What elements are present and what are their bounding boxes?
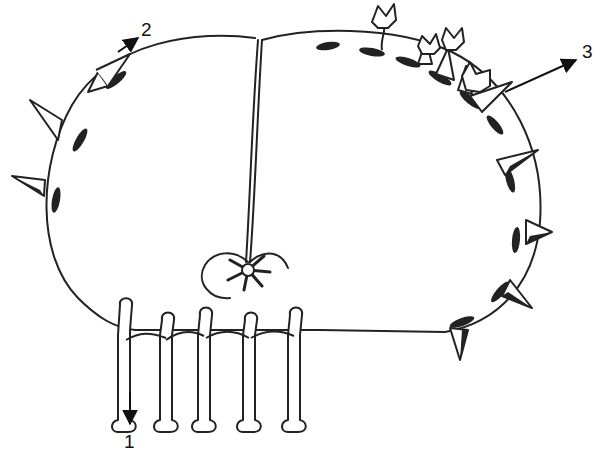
callout-number: 1: [124, 432, 135, 451]
callout-number: 3: [582, 42, 593, 61]
callout-number: 2: [141, 20, 152, 39]
